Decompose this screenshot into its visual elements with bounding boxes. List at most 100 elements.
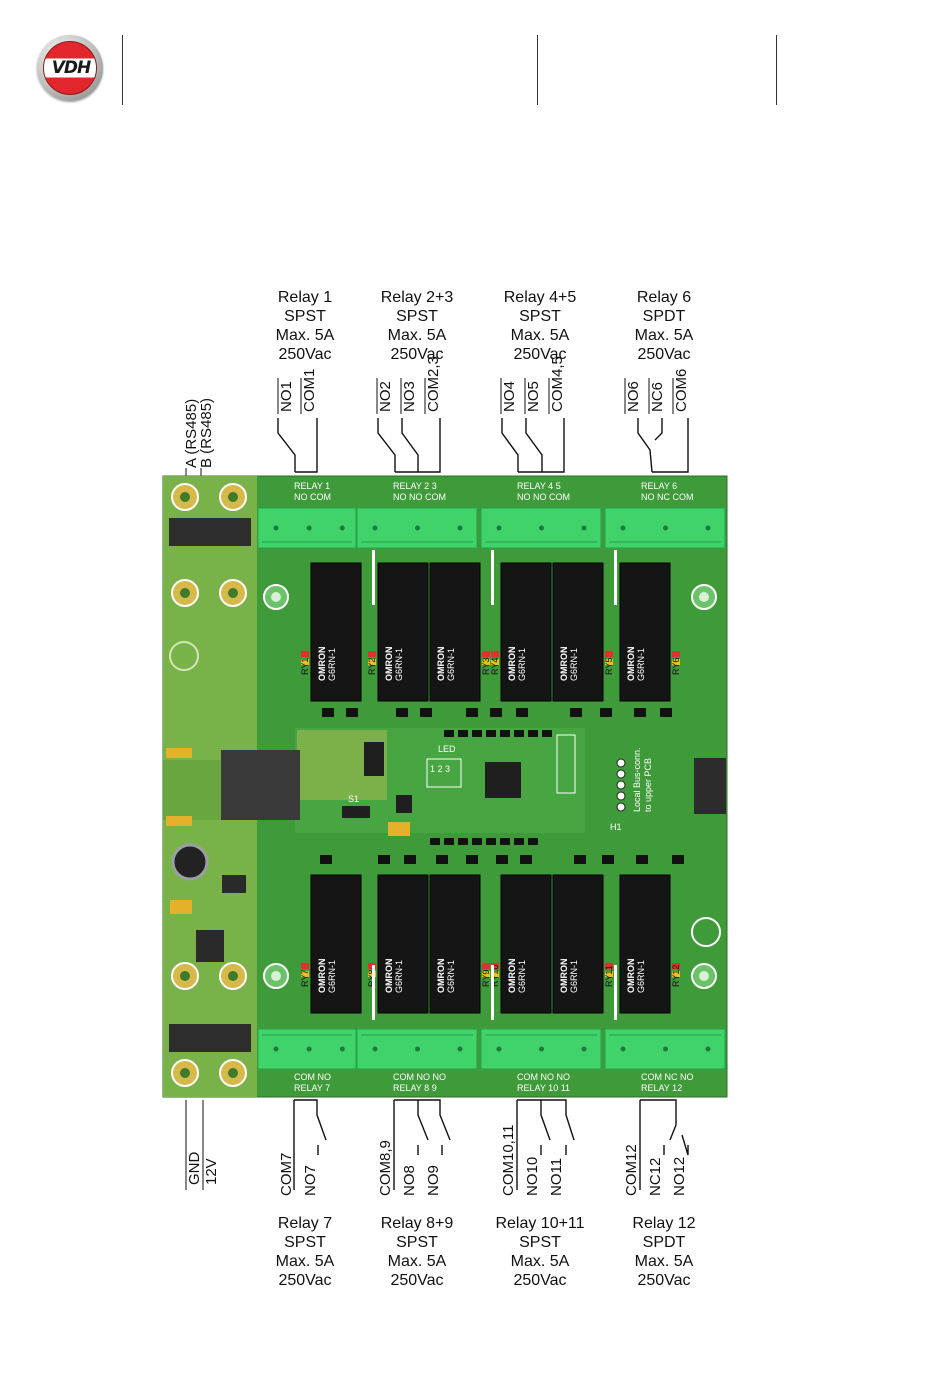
relay-model: G6RN-1 — [517, 960, 527, 993]
smd-part — [166, 748, 192, 758]
smd-resistor — [472, 730, 482, 737]
top-relay-voltage: 250Vac — [278, 346, 331, 363]
terminal-screw — [273, 1046, 279, 1052]
smd-part — [404, 855, 416, 864]
wire — [640, 1099, 677, 1141]
smd-resistor — [472, 838, 482, 845]
header-label: H1 — [610, 822, 622, 832]
terminal-screw — [457, 1046, 463, 1052]
bottom-pin-label: NO10 — [524, 1157, 541, 1196]
terminal-screw — [372, 525, 378, 531]
smd-part — [322, 708, 334, 717]
wire — [294, 1099, 327, 1141]
relay-led-marker — [482, 963, 490, 969]
bus-pin-label: A (RS485) — [183, 399, 200, 468]
silk-top-line2: NO NC COM — [641, 492, 694, 502]
bus-connector — [169, 518, 251, 546]
bottom-pin-label: COM12 — [623, 1144, 640, 1196]
silk-top-line1: RELAY 2 3 — [393, 481, 437, 491]
terminal-screw — [306, 525, 312, 531]
top-pin-label: NO6 — [625, 381, 642, 412]
top-relay-type: SPST — [519, 308, 561, 325]
smd-resistor — [430, 838, 440, 845]
strip-hole-center — [228, 1068, 238, 1078]
logic-chip — [396, 795, 412, 813]
bottom-pin-label: NO8 — [401, 1165, 418, 1196]
relay-led-marker — [605, 963, 613, 969]
vdh-logo-badge: VDH — [43, 41, 97, 95]
top-pin-label: COM1 — [301, 369, 318, 412]
relay-id: RY7 — [300, 970, 310, 987]
relay-id: RY6 — [671, 658, 681, 675]
relay-body — [619, 874, 671, 1014]
smd-part — [634, 708, 646, 717]
top-relay-title: Relay 2+3 — [381, 289, 454, 306]
smd-resistor — [528, 838, 538, 845]
terminal-screw — [339, 1046, 345, 1052]
smd-resistor — [500, 730, 510, 737]
header-divider-2 — [537, 35, 538, 105]
relay-body — [552, 562, 604, 702]
relay-led-marker — [672, 971, 680, 977]
relay-led-marker — [672, 963, 680, 969]
bus-note-1: Local Bus-conn. — [632, 747, 642, 812]
top-pin-label: COM2,3 — [425, 356, 442, 412]
relay-led-marker — [491, 659, 499, 665]
vdh-silk-logo — [691, 917, 721, 947]
top-relay-type: SPST — [396, 308, 438, 325]
bottom-relay-title: Relay 8+9 — [381, 1215, 454, 1232]
terminal-screw — [415, 1046, 420, 1052]
vdh-logo-text: VDH — [51, 58, 92, 78]
smd-part — [602, 855, 614, 864]
terminal-screw — [496, 525, 502, 531]
terminal-screw — [705, 1046, 711, 1052]
bottom-pin-label: NO7 — [302, 1165, 319, 1196]
bottom-pin-label: NO11 — [548, 1158, 565, 1196]
wire — [517, 1099, 575, 1141]
vdh-silk-logo — [169, 641, 199, 671]
switch-label: S1 — [348, 794, 359, 804]
power-strip-parts — [166, 483, 721, 1087]
smd-resistor — [444, 730, 454, 737]
smd-resistor — [486, 730, 496, 737]
smd-resistor — [500, 838, 510, 845]
smd-resistor — [514, 730, 524, 737]
terminal-screw — [339, 525, 345, 531]
strip-hole-center — [180, 588, 190, 598]
wire — [518, 418, 565, 473]
smd-part — [170, 900, 192, 914]
wire — [377, 418, 396, 472]
bottom-pin-label: COM8,9 — [377, 1140, 394, 1196]
relay-brand: OMRON — [384, 959, 394, 994]
wire — [540, 1100, 551, 1141]
power-pin-label: GND — [186, 1152, 203, 1186]
relay-led-marker — [482, 971, 490, 977]
silk-bottom-line1: COM NC NO — [641, 1072, 694, 1082]
relay-body — [310, 874, 362, 1014]
bottom-pin-label: NO9 — [425, 1165, 442, 1196]
relay-led-marker — [491, 971, 499, 977]
smd-resistor — [542, 730, 552, 737]
top-relay-rating: Max. 5A — [511, 327, 570, 344]
top-pin-label: NO4 — [501, 381, 518, 412]
relay-led-marker — [672, 651, 680, 657]
wire — [295, 418, 318, 473]
smd-part — [600, 708, 612, 717]
silk-bottom-line2: RELAY 10 11 — [517, 1083, 570, 1093]
header-pin — [616, 780, 626, 790]
terminal-screw — [581, 1046, 587, 1052]
relay-led-marker — [368, 659, 376, 665]
top-pin-label: COM4,5 — [549, 356, 566, 412]
terminal-screw — [620, 525, 626, 531]
relay-led-marker — [605, 659, 613, 665]
relay-brand: OMRON — [559, 959, 569, 994]
top-relay-rating: Max. 5A — [635, 327, 694, 344]
bottom-relay-voltage: 250Vac — [513, 1272, 566, 1289]
relay-brand: OMRON — [507, 959, 517, 994]
relay-id: RY9 — [481, 970, 491, 987]
bottom-relay-rating: Max. 5A — [388, 1253, 447, 1270]
smd-part — [574, 855, 586, 864]
